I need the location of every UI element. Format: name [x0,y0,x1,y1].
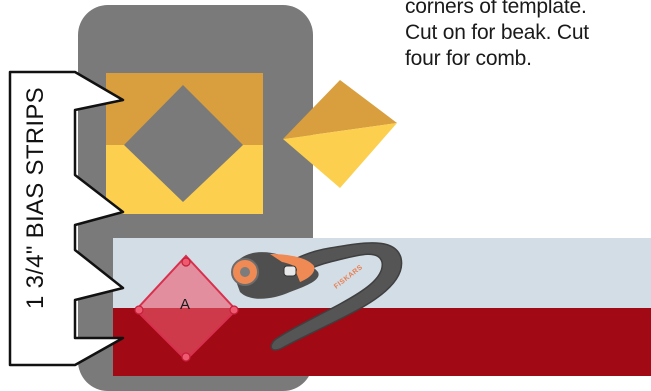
corner-dot-bottom [182,353,190,361]
caption-line-2: Cut on for beak. Cut [405,20,645,46]
corner-dot-right [230,306,238,314]
template-a-label: A [172,296,198,313]
corner-dot-left [135,306,143,314]
cutter-blade-hub [240,267,250,277]
bias-strips-label: 1 3/4" BIAS STRIPS [21,58,51,338]
caption-line-1: corners of template. [405,0,645,20]
cutter-button [284,266,296,276]
instruction-caption: corners of template. Cut on for beak. Cu… [405,0,645,72]
caption-line-3: four for comb. [405,46,645,72]
corner-dot-top [182,258,190,266]
